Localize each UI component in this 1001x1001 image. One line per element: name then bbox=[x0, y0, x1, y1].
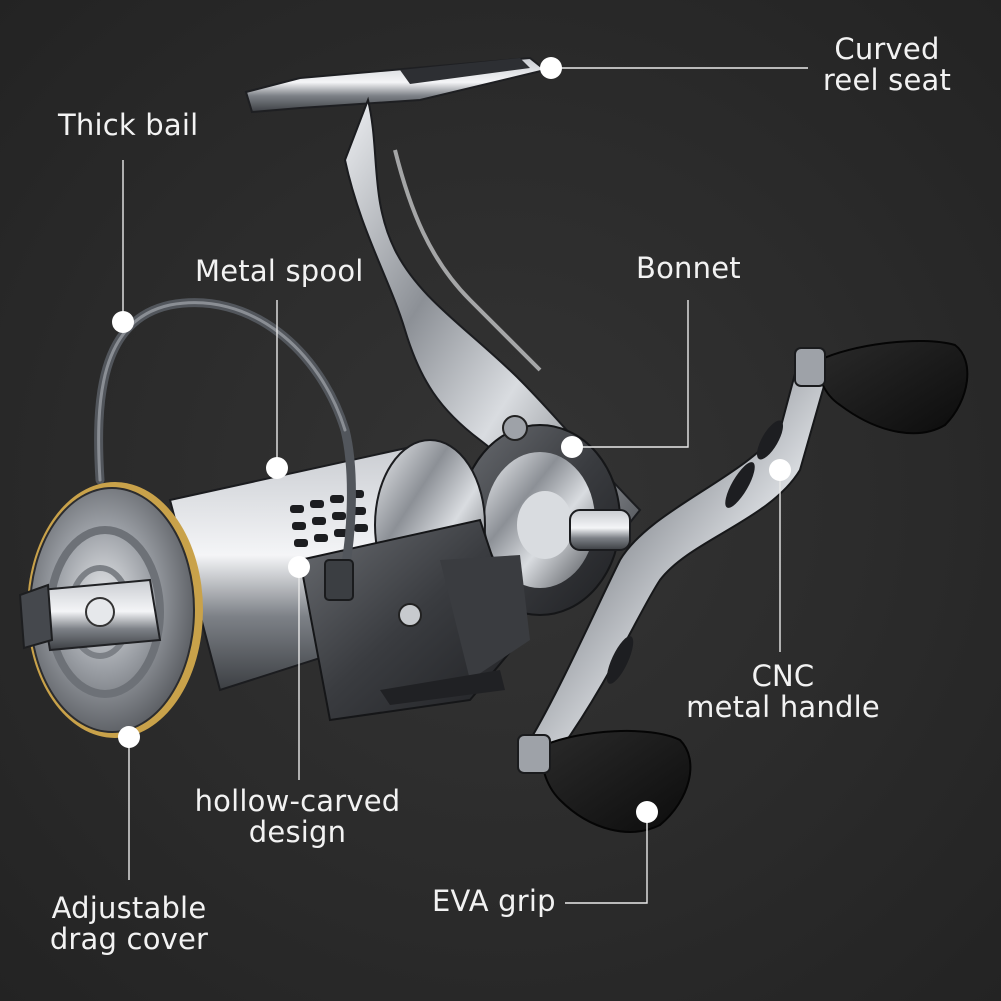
label-drag-cover-line2: drag cover bbox=[49, 922, 209, 956]
cnc-metal-handle bbox=[528, 353, 832, 752]
callout-dot-thick-bail bbox=[112, 311, 134, 333]
callout-lines bbox=[122, 67, 808, 904]
reel-seat bbox=[244, 56, 548, 114]
label-cnc-metal-handle: CNC metal handle bbox=[683, 661, 883, 723]
callout-dot-cnc-handle bbox=[769, 459, 791, 481]
label-cnc-line1: CNC bbox=[751, 659, 815, 693]
label-eva-grip: EVA grip bbox=[432, 884, 556, 918]
callout-dot-eva-grip bbox=[636, 801, 658, 823]
callout-dot-hollow-carved bbox=[288, 556, 310, 578]
rotor bbox=[298, 518, 530, 722]
label-adjustable-drag-cover: Adjustable drag cover bbox=[48, 893, 210, 955]
label-curved-reel-seat-line2: reel seat bbox=[822, 63, 952, 97]
label-curved-reel-seat: Curved reel seat bbox=[822, 34, 952, 96]
callout-line-eva-grip bbox=[565, 812, 648, 904]
eva-grip-bottom bbox=[517, 729, 692, 833]
label-hollow-carved-design: hollow-carved design bbox=[190, 786, 405, 848]
callout-dot-bonnet bbox=[561, 436, 583, 458]
label-hollow-carved-line1: hollow-carved bbox=[194, 784, 401, 818]
callout-dot-metal-spool bbox=[266, 457, 288, 479]
eva-grip-top bbox=[794, 340, 969, 435]
label-thick-bail: Thick bail bbox=[58, 108, 199, 142]
label-metal-spool: Metal spool bbox=[195, 254, 364, 288]
thick-bail bbox=[94, 298, 356, 601]
label-drag-cover-line1: Adjustable bbox=[51, 891, 207, 925]
label-curved-reel-seat-line1: Curved bbox=[834, 32, 940, 66]
drag-cover bbox=[18, 482, 203, 738]
callout-line-bonnet bbox=[572, 300, 689, 448]
label-cnc-line2: metal handle bbox=[686, 690, 880, 724]
label-hollow-carved-line2: design bbox=[248, 815, 347, 849]
label-bonnet: Bonnet bbox=[636, 251, 741, 285]
callout-dot-drag-cover bbox=[118, 726, 140, 748]
callout-dot-reel-seat bbox=[540, 57, 562, 79]
